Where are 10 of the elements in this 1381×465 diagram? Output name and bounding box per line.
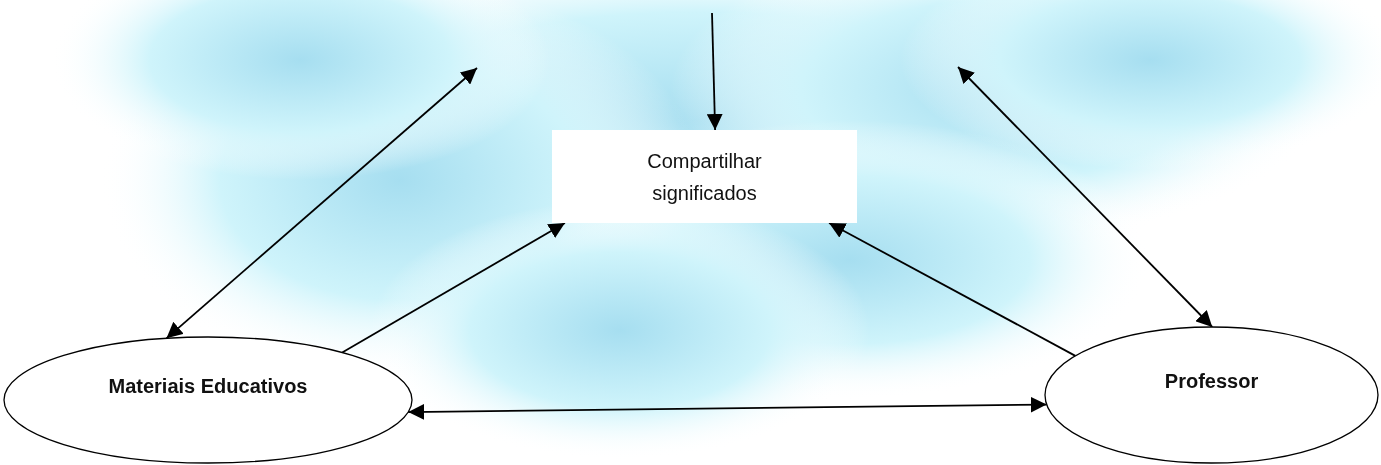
arrow xyxy=(957,66,1214,328)
arrow xyxy=(165,67,478,340)
arrow xyxy=(706,12,723,131)
arrow xyxy=(407,396,1048,420)
arrow xyxy=(828,222,1077,357)
concept-box xyxy=(552,130,857,223)
node-label: Professor xyxy=(1163,369,1260,394)
node-label: Compartilhar significados xyxy=(646,148,763,206)
node-label: Materiais Educativos xyxy=(107,374,309,399)
arrow xyxy=(341,222,566,354)
